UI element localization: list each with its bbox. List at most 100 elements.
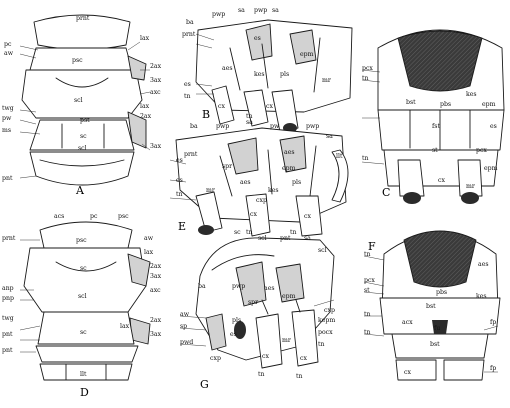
label-prnt: prnt xyxy=(76,15,90,22)
label-f-acx: acx xyxy=(402,319,413,326)
label-b-ba: ba xyxy=(186,19,194,26)
f-furca-dark xyxy=(432,320,448,334)
label-3ax: 3ax xyxy=(150,77,162,84)
label-e-kes: kes xyxy=(268,187,279,194)
label-e-mr: mr xyxy=(206,187,215,194)
label-c-pcx2: pcx xyxy=(476,147,487,154)
head-dark-area xyxy=(397,30,483,92)
label-twg: twg xyxy=(2,105,14,112)
panel-letter-a: A xyxy=(75,184,85,197)
f-lower-sternum-shape xyxy=(391,333,489,359)
g-wing-process-stippled xyxy=(235,261,267,307)
g-scutum-curve xyxy=(211,254,275,271)
label-2ax2: 2ax xyxy=(140,113,152,120)
label-e-tn2: tn xyxy=(246,229,252,236)
label-e-pwp2: pwp xyxy=(306,123,319,130)
label-e-es: es xyxy=(176,157,183,164)
label-e-cx2: cx xyxy=(304,213,311,220)
label-g-tn: tn xyxy=(318,341,324,348)
label-g-tn2: tn xyxy=(258,371,264,378)
metascutum-shape xyxy=(29,119,135,151)
panel-d: acs pc psc prnt aw psc lax sc 2ax anp 3a… xyxy=(2,213,162,399)
wing-process-stippled xyxy=(245,23,273,61)
coxa-c-left xyxy=(397,159,425,197)
label-2ax: 2ax xyxy=(150,63,162,70)
label-f-aes: aes xyxy=(478,261,489,268)
label-e-aes: aes xyxy=(240,179,251,186)
label-c-mr: mr xyxy=(466,183,475,190)
g-pleural-sutures xyxy=(261,299,301,315)
label-d-lax: lax xyxy=(144,249,154,256)
label-scl: scl xyxy=(74,97,83,104)
label-f-cx: cx xyxy=(404,369,411,376)
label-e-pw: pw xyxy=(270,123,280,130)
label-e-aes2: aes xyxy=(284,149,295,156)
metascutum-lines xyxy=(61,123,105,149)
label-d-2ax: 2ax xyxy=(150,263,162,270)
label-f-kes: kes xyxy=(476,293,487,300)
label-b-aes: aes xyxy=(222,65,233,72)
scutum-suture xyxy=(55,77,109,88)
label-g-pwp: pwp xyxy=(232,283,245,290)
panel-f: tn aes pcx pbs st kes bst tn acx fp tn b… xyxy=(363,230,501,381)
label-g-spr: spr xyxy=(248,299,258,306)
coxa-3-shape xyxy=(271,89,299,133)
label-d-3ax: 3ax xyxy=(150,273,162,280)
panel-letter-b: B xyxy=(202,108,210,121)
d-metanotum-shape xyxy=(37,311,135,345)
sternum-shape xyxy=(377,109,505,151)
f-sternum-shape xyxy=(379,297,501,335)
label-b-kes: kes xyxy=(254,71,265,78)
label-scl2: scl xyxy=(78,145,87,152)
g-coxa-2-shape xyxy=(255,313,283,369)
label-g-sc: sc xyxy=(234,229,241,236)
label-b-sa2: sa xyxy=(272,7,279,14)
label-d-pnt2: pnt xyxy=(2,347,13,354)
label-aw: aw xyxy=(4,50,14,57)
label-b-tn: tn xyxy=(184,93,190,100)
label-g-cx: cx xyxy=(262,353,269,360)
label-psc: psc xyxy=(72,57,83,64)
label-g-kepm: kepm xyxy=(318,317,335,324)
label-g-cxp2: cxp xyxy=(210,355,221,362)
e-coxa-1-shape xyxy=(195,191,223,233)
label-f-fu: fu xyxy=(434,325,440,332)
label-g-sp: sp xyxy=(180,323,187,330)
e-coxa-1-socket xyxy=(198,225,214,235)
sternal-sutures xyxy=(409,109,471,151)
label-e-tn: tn xyxy=(176,191,182,198)
label-b-pls: pls xyxy=(280,71,289,78)
label-e-sa: sa xyxy=(246,119,253,126)
d-prescutum-shape xyxy=(39,221,133,249)
label-e-pwp: pwp xyxy=(216,123,229,130)
d-axillary-right xyxy=(127,253,151,287)
label-axc: axc xyxy=(150,89,161,96)
postnotum-fold xyxy=(39,159,125,167)
label-e-cxp: cxp xyxy=(256,197,267,204)
panel-letter-e: E xyxy=(178,220,186,233)
label-pnt: pnt xyxy=(2,175,13,182)
label-b-mr: mr xyxy=(322,77,331,84)
label-lax2: lax xyxy=(140,103,150,110)
axillary-sclerite-right-lower xyxy=(127,111,147,149)
label-d-aw: aw xyxy=(144,235,154,242)
label-f-fp2: fp xyxy=(490,365,496,372)
d-postnotum-shape xyxy=(35,345,139,363)
label-c-es: es xyxy=(490,123,497,130)
coxa-c-right xyxy=(457,159,483,197)
label-b-sa: sa xyxy=(238,7,245,14)
panel-e: ba pwp pw sa pwp sa prnt aes aes llt spr… xyxy=(169,119,349,237)
label-d-lax2: lax xyxy=(120,323,130,330)
label-g-ba: ba xyxy=(198,283,206,290)
label-e-pls: pls xyxy=(292,179,301,186)
panel-letter-d: D xyxy=(80,386,89,399)
e-coxa-3-shape xyxy=(295,195,323,237)
label-f-tn2: tn xyxy=(364,311,370,318)
label-d-pnp: pnp xyxy=(2,295,14,302)
label-f-pcx: pcx xyxy=(364,277,375,284)
label-g-pnt: pnt xyxy=(280,235,291,242)
coxa-1-shape xyxy=(211,85,235,125)
label-e-tn3: tn xyxy=(290,229,296,236)
label-f-pbs: pbs xyxy=(436,289,447,296)
